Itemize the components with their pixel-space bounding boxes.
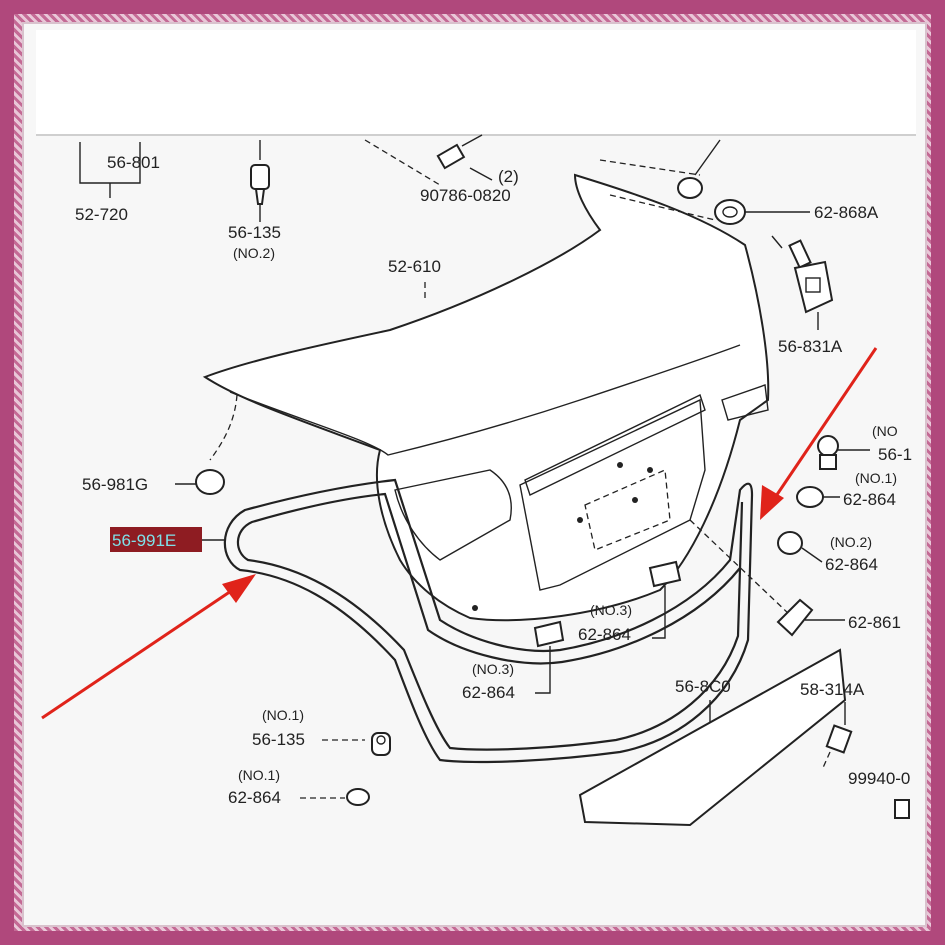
trim-panel-56-8c0: 56-8C0 58-314A 99940-0 [578, 648, 910, 827]
center-plugs: (NO.3) 62-864 (NO.3) 62-864 [462, 560, 682, 702]
bottom-left-fasteners: (NO.1) 56-135 (NO.1) 62-864 [228, 707, 391, 807]
note-62-864-r2: (NO.2) [830, 534, 872, 550]
note-62-864-l3: (NO.3) [472, 661, 514, 677]
trunk-lid-52-610: 52-610 [202, 159, 791, 622]
stops-top-right: 62-868A [677, 139, 879, 225]
note-56-135-top: (NO.2) [233, 245, 275, 261]
tail-light-recess [394, 469, 512, 561]
clip-icon [825, 724, 853, 754]
label-62-864-bot: 62-864 [228, 788, 281, 807]
bolt-icon [894, 799, 910, 819]
part-56-831a: 56-831A [771, 235, 843, 356]
part-56-981g: 56-981G [82, 469, 225, 495]
plug-icon [777, 531, 803, 555]
bumper-stop-icon [195, 469, 225, 495]
label-56-1: 56-1 [878, 445, 912, 464]
bumper-stop-icon [677, 177, 703, 199]
note-56-1: (NO [872, 423, 898, 439]
right-side-parts: (NO 56-1 (NO.1) 62-864 (NO.2) 62-864 62-… [776, 423, 912, 637]
note-62-864-bot: (NO.1) [238, 767, 280, 783]
grommet-icon [714, 199, 746, 225]
label-56-135-top: 56-135 [228, 223, 281, 242]
label-62-861: 62-861 [848, 613, 901, 632]
label-56-831a: 56-831A [778, 337, 843, 356]
header-band [36, 30, 916, 136]
label-62-864-c3: 62-864 [578, 625, 631, 644]
label-99940: 99940-0 [848, 769, 910, 788]
bolt-90786-0820: (2) 90786-0820 [364, 134, 519, 205]
bracket-56-801-52-720: 56-801 52-720 [75, 142, 160, 224]
bolt-icon [436, 143, 466, 170]
fastener-56-135-no2: 56-135 (NO.2) [228, 140, 281, 261]
highlight-56-991e: 56-991E [110, 527, 226, 552]
label-62-868a: 62-868A [814, 203, 879, 222]
label-56-981g: 56-981G [82, 475, 148, 494]
label-56-8c0: 56-8C0 [675, 677, 731, 696]
label-62-864-l3: 62-864 [462, 683, 515, 702]
label-56-991e: 56-991E [112, 531, 176, 550]
red-arrow-left [41, 574, 256, 720]
latch-icon [793, 260, 834, 314]
label-52-720: 52-720 [75, 205, 128, 224]
plug-icon [648, 560, 682, 588]
label-56-135-bot: 56-135 [252, 730, 305, 749]
plug-icon [346, 788, 370, 806]
note-62-864-c3: (NO.3) [590, 602, 632, 618]
garnish-strip [524, 394, 706, 496]
weatherstrip-seal-56-991e [223, 478, 754, 764]
label-56-801: 56-801 [107, 153, 160, 172]
label-62-864-r2: 62-864 [825, 555, 878, 574]
label-58-314a: 58-314A [800, 680, 865, 699]
label-90786-0820: 90786-0820 [420, 186, 511, 205]
note-90786: (2) [498, 167, 519, 186]
label-52-610: 52-610 [388, 257, 441, 276]
note-56-135-bot: (NO.1) [262, 707, 304, 723]
plug-icon [533, 620, 565, 648]
cover-icon [776, 598, 814, 637]
label-62-864-r1: 62-864 [843, 490, 896, 509]
trim-panel [578, 648, 847, 827]
plug-icon [796, 486, 824, 508]
red-arrow-right [760, 347, 878, 520]
clip-icon [250, 164, 270, 190]
note-62-864-r1: (NO.1) [855, 470, 897, 486]
